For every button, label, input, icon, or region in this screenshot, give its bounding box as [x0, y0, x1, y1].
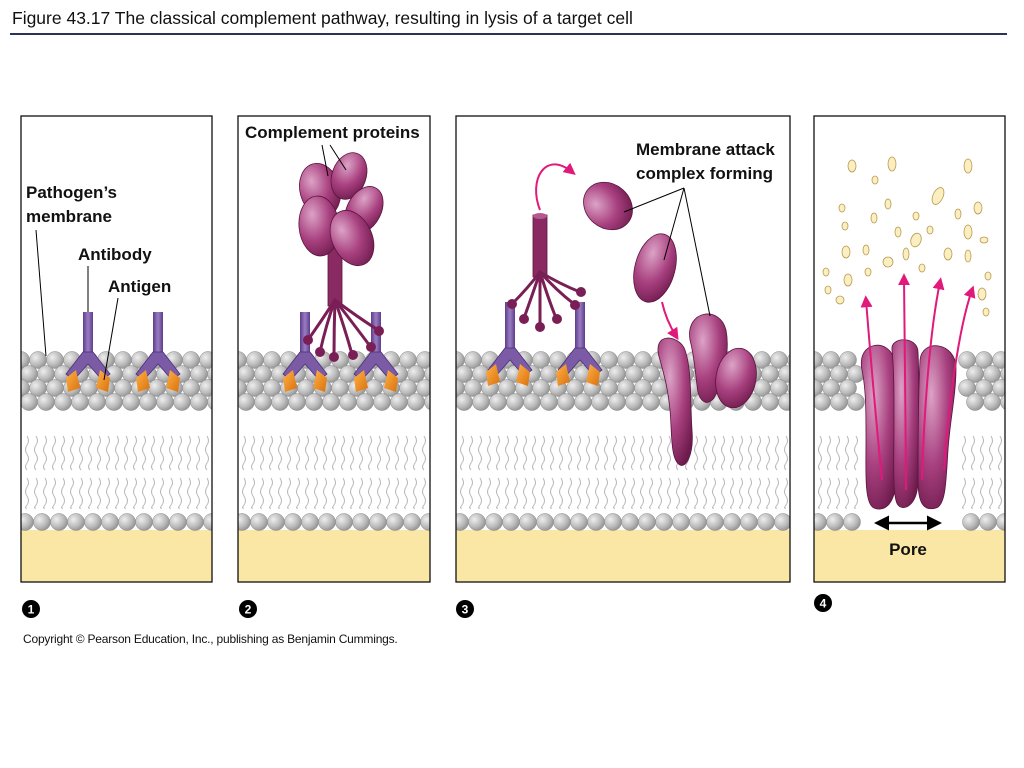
antigen [384, 370, 398, 392]
efflux-arrows [860, 273, 976, 491]
panel-3: Membrane attack complex forming [456, 116, 790, 582]
svg-text:4: 4 [820, 597, 827, 611]
panel-1: Pathogen’s membrane Antibody Antigen [21, 116, 212, 582]
antigen [66, 370, 80, 392]
copyright-notice: Copyright © Pearson Education, Inc., pub… [23, 632, 398, 646]
leader-line [623, 187, 685, 213]
step-number-2: 2 [239, 600, 257, 618]
antibody [282, 312, 328, 381]
lipid-bilayer [814, 351, 1005, 531]
antigen-label: Antigen [108, 277, 171, 296]
complement-protein [633, 233, 677, 303]
antibody [65, 312, 111, 381]
antigen [354, 370, 368, 392]
antibody-label: Antibody [78, 245, 152, 264]
antigen [96, 370, 110, 392]
antigen [166, 370, 180, 392]
antigen [486, 364, 500, 386]
title-divider [10, 33, 1007, 35]
leader-line [663, 187, 685, 261]
step-number-3: 3 [456, 600, 474, 618]
cytoplasm-region [238, 530, 430, 582]
panel-3-frame [455, 115, 791, 583]
svg-text:3: 3 [462, 603, 469, 617]
step-number-4: 4 [814, 594, 832, 612]
pore-label: Pore [889, 540, 927, 559]
movement-arrow [535, 162, 576, 211]
lipid-bilayer [21, 351, 212, 531]
panel-2-frame [237, 115, 431, 583]
svg-text:1: 1 [28, 603, 35, 617]
cell-contents-particles [822, 156, 992, 317]
antibody [135, 312, 181, 381]
panel-4-frame [813, 115, 1006, 583]
panel-1-frame [20, 115, 213, 583]
mac-label: Membrane attack [636, 140, 775, 159]
leader-line [683, 187, 711, 317]
membrane-attack-complex [657, 313, 757, 466]
figure-title: Figure 43.17 The classical complement pa… [12, 8, 633, 28]
cytoplasm-region [21, 530, 212, 582]
complement-protein-c1 [298, 152, 384, 362]
svg-text:2: 2 [245, 603, 252, 617]
leader-line [321, 144, 329, 177]
panel-4: Pore [814, 116, 1005, 582]
antigen [586, 364, 600, 386]
pathogen-membrane-label: Pathogen’s [26, 183, 117, 202]
movement-arrow [661, 301, 679, 341]
antigen [283, 370, 297, 392]
leader-line [329, 144, 347, 171]
cytoplasm-region [456, 530, 790, 582]
antigen [516, 364, 530, 386]
pore-complex [860, 339, 957, 510]
complement-protein-c1 [507, 213, 586, 332]
mac-label: complex forming [636, 164, 773, 183]
leader-line [35, 229, 47, 357]
pathogen-membrane-label: membrane [26, 207, 112, 226]
complement-protein [583, 181, 633, 231]
step-number-1: 1 [22, 600, 40, 618]
complement-proteins-label: Complement proteins [245, 123, 420, 142]
cytoplasm-region [814, 530, 1005, 582]
antigen [556, 364, 570, 386]
antigen [313, 370, 327, 392]
panel-2: Complement proteins [238, 116, 430, 582]
leader-line [103, 297, 119, 381]
antigen [136, 370, 150, 392]
